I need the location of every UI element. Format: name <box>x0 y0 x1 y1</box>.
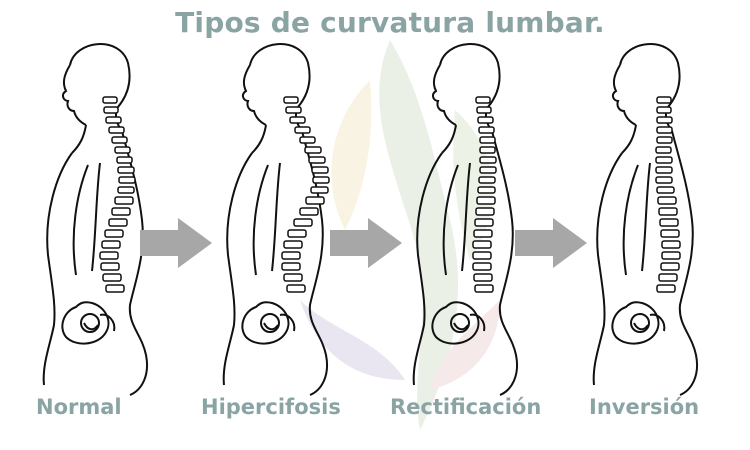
figure-inversion <box>592 43 699 396</box>
spine-hipercifosis <box>281 96 330 293</box>
stage-label-rectificacion: Rectificación <box>390 395 542 419</box>
spine-normal <box>99 96 136 293</box>
figure-normal <box>42 43 149 396</box>
stage-label-inversion: Inversión <box>589 395 700 419</box>
figure-hipercifosis <box>222 43 330 396</box>
right-arrow-icon <box>140 218 212 268</box>
figure-rectificacion <box>412 43 519 396</box>
page-title: Tipos de curvatura lumbar. <box>175 6 605 39</box>
spine-inversion <box>655 96 681 293</box>
stage-label-hipercifosis: Hipercifosis <box>201 395 341 419</box>
right-arrow-icon <box>515 218 587 268</box>
stage-label-normal: Normal <box>36 395 122 419</box>
right-arrow-icon <box>330 218 402 268</box>
spine-rectificacion <box>472 96 497 293</box>
